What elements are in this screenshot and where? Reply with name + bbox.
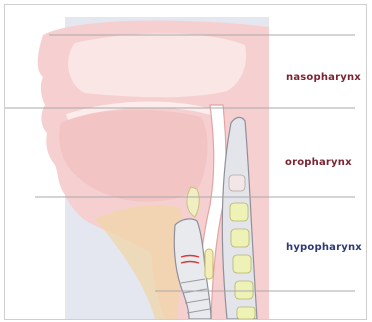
thyroid-cartilage	[205, 249, 213, 279]
nasal-cavity	[68, 34, 246, 98]
label-oropharynx: oropharynx	[285, 157, 352, 168]
label-nasopharynx: nasopharynx	[286, 72, 361, 83]
label-hypopharynx: hypopharynx	[286, 242, 362, 253]
diagram-frame: nasopharynx oropharynx hypopharynx	[4, 4, 367, 320]
